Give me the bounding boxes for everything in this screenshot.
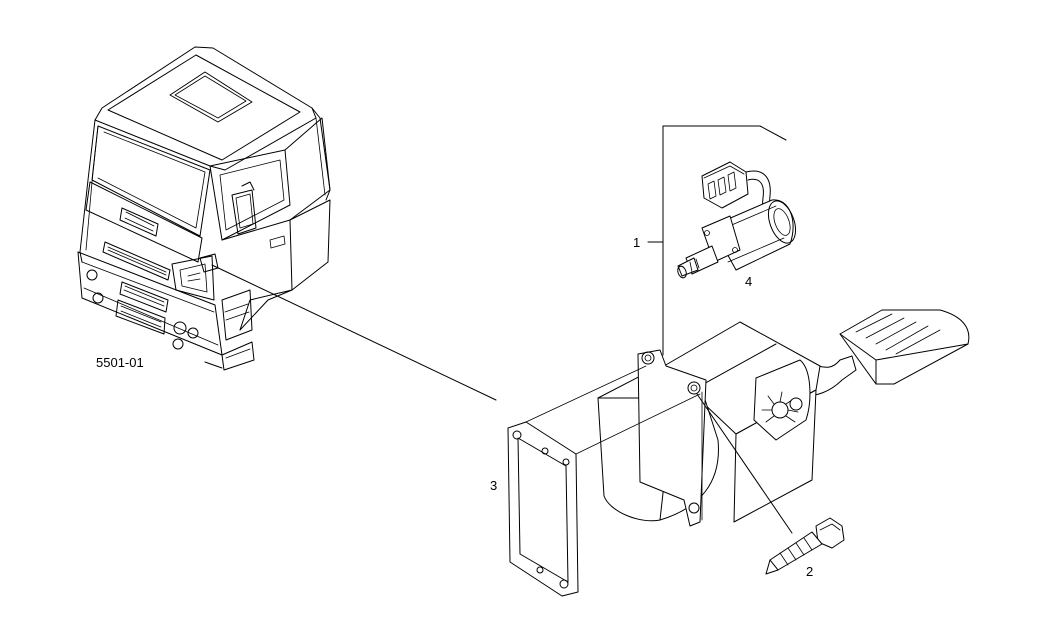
diagram-reference-code: 5501-01: [96, 355, 144, 370]
truck-cab-illustration: [77, 46, 331, 371]
screw-part-2: [696, 393, 845, 575]
callout-label-1: 1: [633, 235, 640, 250]
accelerator-pedal-assembly-part-1: [597, 309, 970, 527]
callout-label-4: 4: [745, 274, 752, 289]
gasket-part-3: [507, 365, 701, 597]
cab-leader-line: [211, 264, 497, 401]
callout-1-leader: [662, 125, 787, 356]
position-sensor-part-4: [677, 161, 797, 279]
callout-label-3: 3: [490, 478, 497, 493]
callout-label-2: 2: [806, 564, 813, 579]
